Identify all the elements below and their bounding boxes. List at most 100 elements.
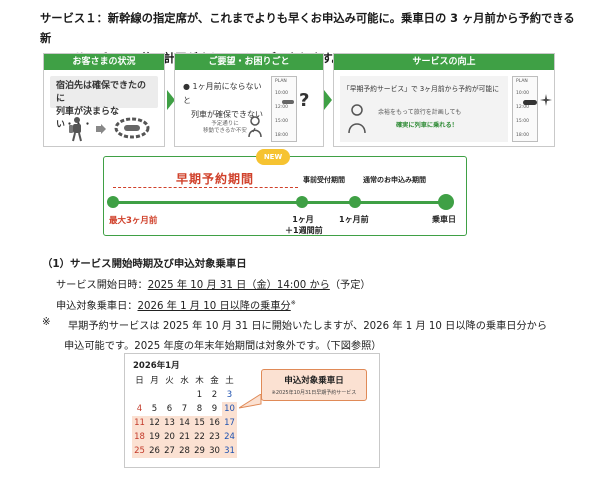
weekday-thu: 木	[195, 376, 204, 386]
target-date-row: 申込対象乗車日：2026 年 1 月 10 日以降の乗車分※	[56, 297, 296, 312]
calendar-day-15: 15	[192, 416, 207, 430]
situation-bubble: 宿泊先は確保できたのに 列車が決まらない・・・	[50, 76, 158, 130]
weekday-sun: 日	[135, 376, 144, 386]
situation-panel: お客さまの状況 宿泊先は確保できたのに 列車が決まらない・・・	[43, 53, 165, 147]
calendar-day-17: 17	[222, 416, 237, 430]
weekday-fri: 金	[210, 376, 219, 386]
timeline-point-3months	[107, 196, 119, 208]
calendar-day-8: 8	[196, 404, 203, 414]
calendar-day-4: 4	[136, 404, 143, 414]
plan-card-label: PLAN	[275, 79, 287, 84]
calendar-day-empty	[147, 388, 162, 402]
early-period-label: 早期予約期間	[176, 172, 255, 186]
plan-time-1: 10:00	[275, 91, 288, 96]
calendar-day-empty	[177, 388, 192, 402]
heading-line1: サービス１：新幹線の指定席が、これまでよりも早くお申込み可能に。乗車日の 3 ヶ…	[40, 12, 575, 45]
request-bullet-2: 列車が確保できない	[191, 110, 263, 119]
plan-card-uncertain: PLAN 10:00 12:00 15:00 18:00	[271, 76, 297, 142]
point-label-boarding-day: 乗車日	[432, 215, 456, 224]
timeline-point-1month-1week	[296, 196, 308, 208]
situation-panel-title: お客さまの状況	[44, 54, 164, 70]
timeline-point-1month	[349, 196, 361, 208]
calendar-day-29: 29	[192, 444, 207, 458]
plan-time-1: 10:00	[516, 91, 529, 96]
weekday-sat: 土	[225, 376, 234, 386]
target-date-callout: 申込対象乗車日 ※2025年10月31日早期予約サービス	[261, 369, 367, 401]
calendar-day-30: 30	[207, 444, 222, 458]
new-badge: NEW	[256, 149, 290, 165]
note-line1: 早期予約サービスは 2025 年 10 月 31 日に開始いたしますが、2026…	[68, 321, 548, 332]
point-label-1month-1week-line1: 1ヶ月	[292, 215, 314, 224]
improvement-line2: 余裕をもって旅行を計画しても	[378, 109, 462, 116]
calendar-title: 2026年1月	[133, 361, 180, 371]
calendar-day-24: 24	[222, 430, 237, 444]
calendar-day-9: 9	[211, 404, 218, 414]
request-note-line1: 予定通りに	[211, 121, 239, 127]
note-mark: ※	[42, 317, 51, 328]
note-line2: 申込可能です。2025 年度の年末年始期間は対象外です。（下図参照）	[64, 341, 382, 352]
request-bullet-1: 1ヶ月前にならないと	[183, 82, 262, 105]
calendar-day-empty	[162, 388, 177, 402]
callout-pointer	[239, 394, 262, 409]
calendar-day-1: 1	[196, 390, 203, 400]
normal-period-label: 通常のお申込み期間	[363, 176, 426, 184]
calendar-day-3: 3	[226, 390, 233, 400]
request-bullets: ● 1ヶ月前にならないと 列車が確保できない	[180, 78, 268, 119]
point-label-1month: 1ヶ月前	[339, 215, 369, 224]
small-train-icon	[282, 100, 294, 104]
plan-time-3: 15:00	[516, 119, 529, 124]
calendar-day-26: 26	[147, 444, 162, 458]
plan-time-4: 18:00	[275, 133, 288, 138]
calendar-day-2: 2	[211, 390, 218, 400]
small-train-icon	[523, 100, 537, 105]
happy-person-icon	[348, 104, 366, 134]
calendar-day-25: 25	[132, 444, 147, 458]
calendar-day-11: 11	[132, 416, 147, 430]
target-date-note-mark: ※	[290, 299, 296, 307]
section-title: （1）サービス開始時期及び申込対象乗車日	[42, 258, 247, 270]
sparkle-icon	[540, 94, 552, 106]
situation-bubble-line1: 宿泊先は確保できたのに	[56, 81, 147, 104]
calendar-day-empty	[132, 388, 147, 402]
plan-card-label: PLAN	[516, 79, 528, 84]
plan-card-confirmed: PLAN 10:00 12:00 15:00 18:00	[512, 76, 538, 142]
request-panel-title: ご要望・お困りごと	[175, 54, 323, 70]
weekday-tue: 火	[165, 376, 174, 386]
arrow-right-icon	[96, 124, 106, 134]
weekday-wed: 水	[180, 376, 189, 386]
callout-title: 申込対象乗車日	[284, 376, 344, 386]
question-mark: ?	[299, 90, 310, 111]
request-note: 予定通りに 移動できるか不安	[203, 121, 247, 135]
calendar-day-6: 6	[166, 404, 173, 414]
weekday-mon: 月	[150, 376, 159, 386]
timeline-line	[110, 201, 446, 204]
service-start-value: 2025 年 10 月 31 日（金）14:00 から	[147, 280, 330, 291]
calendar-day-10: 10	[222, 402, 237, 416]
target-date-value: 2026 年 1 月 10 日以降の乗車分	[137, 301, 291, 312]
service-start-label: サービス開始日時：	[56, 280, 148, 291]
service-start-note: （予定）	[329, 280, 371, 291]
request-note-line2: 移動できるか不安	[203, 128, 247, 134]
panel-arrow-2	[324, 90, 332, 110]
calendar-day-27: 27	[162, 444, 177, 458]
plan-time-2: 12:00	[275, 105, 288, 110]
calendar-grid: 日 月 火 水 木 金 土	[132, 374, 237, 388]
point-label-1month-1week-line2: ＋1週間前	[285, 226, 323, 235]
point-label-1month-1week: 1ヶ月 ＋1週間前	[285, 214, 323, 236]
improvement-line1: 「早期予約サービス」で 3ヶ月前から予約が可能に	[343, 85, 500, 93]
calendar-day-7: 7	[181, 404, 188, 414]
calendar-day-14: 14	[177, 416, 192, 430]
service-start-row: サービス開始日時：2025 年 10 月 31 日（金）14:00 から（予定）	[56, 276, 371, 291]
calendar-day-18: 18	[132, 430, 147, 444]
calendar-day-13: 13	[162, 416, 177, 430]
plan-time-4: 18:00	[516, 133, 529, 138]
plan-time-2: 12:00	[516, 105, 529, 110]
plan-time-3: 15:00	[275, 119, 288, 124]
request-panel: ご要望・お困りごと ● 1ヶ月前にならないと 列車が確保できない 予定通りに 移…	[174, 53, 324, 147]
booking-timeline: NEW 早期予約期間 事前受付期間 通常のお申込み期間 最大3ヶ月前 1ヶ月 ＋…	[103, 149, 467, 236]
pre-period-label: 事前受付期間	[303, 176, 345, 184]
calendar-day-28: 28	[177, 444, 192, 458]
calendar-day-16: 16	[207, 416, 222, 430]
